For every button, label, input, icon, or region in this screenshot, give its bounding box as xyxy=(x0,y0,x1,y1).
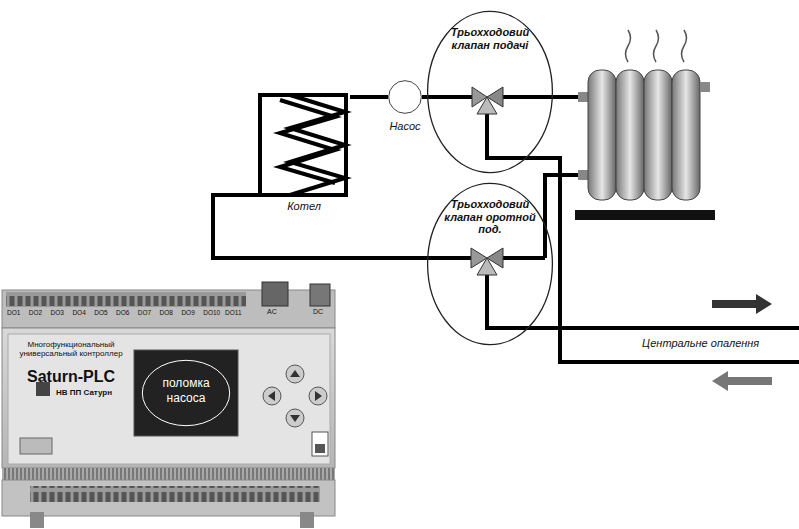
node-text: Насос xyxy=(374,120,436,132)
pin-label: DO7 xyxy=(138,309,151,316)
node-outline xyxy=(388,80,422,114)
pin-label: DO5 xyxy=(94,309,107,316)
boiler: Котел xyxy=(258,85,350,220)
pin-label: DO6 xyxy=(116,309,129,316)
pin-label: DO10 xyxy=(203,309,220,316)
node-text: Saturn-PLC xyxy=(12,368,130,386)
pin-label: DO2 xyxy=(29,309,42,316)
node-text: поломка насоса xyxy=(148,376,224,406)
flow-arrow xyxy=(712,371,772,391)
valve-region: Трьохходовий клапан подачі xyxy=(425,8,555,176)
pump-circle: Насос xyxy=(388,80,422,114)
pin-label: DC xyxy=(313,308,323,315)
pin-label: DO8 xyxy=(160,309,173,316)
pin-label: DO1 xyxy=(7,309,20,316)
lcd-screen: поломка насоса xyxy=(134,350,238,436)
radiator xyxy=(575,30,715,220)
plc-controller xyxy=(2,282,335,528)
valve-region: Трьохходовий клапан оротной под. xyxy=(425,180,555,348)
node-text: Трьохходовий клапан оротной под. xyxy=(437,198,543,236)
pipe-connector xyxy=(350,95,388,99)
node-text: Трьохходовий клапан подачі xyxy=(437,26,543,51)
node-text: НВ ПП Сатурн xyxy=(56,388,132,397)
pin-label: DO11 xyxy=(225,309,242,316)
node-text: Многофункциональный универсальный контро… xyxy=(12,340,130,358)
plc-controller: Многофункциональный универсальный контро… xyxy=(2,288,335,529)
flow-arrow xyxy=(712,294,772,314)
node-text: Котел xyxy=(258,200,350,212)
three-way-valve xyxy=(472,87,503,114)
boiler-coil xyxy=(260,95,346,195)
pin-label: AC xyxy=(267,308,277,315)
pipe-connector xyxy=(213,195,428,258)
three-way-valve xyxy=(471,248,503,275)
pin-label: DO3 xyxy=(51,309,64,316)
pin-label: DO9 xyxy=(181,309,194,316)
note-label: Центральне опалення xyxy=(640,337,761,349)
pin-label: DO4 xyxy=(72,309,85,316)
